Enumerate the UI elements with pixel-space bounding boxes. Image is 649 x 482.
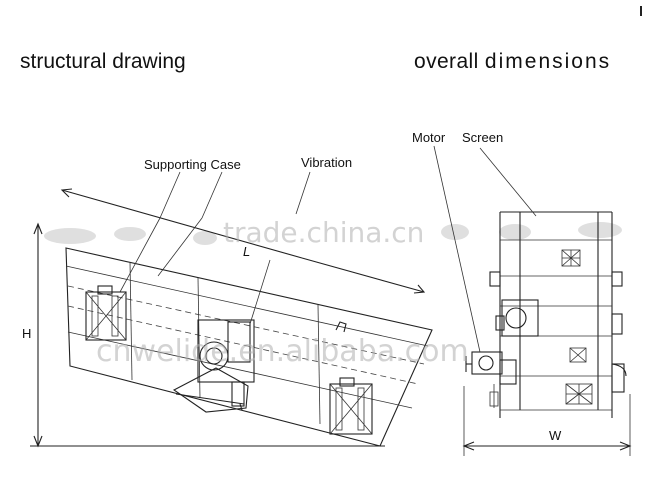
watermark-top: trade.china.cn xyxy=(223,216,425,249)
corner-mark xyxy=(640,6,642,16)
motor-label: Motor xyxy=(412,130,446,145)
screen-label: Screen xyxy=(462,130,504,145)
side-view xyxy=(30,171,433,448)
watermark-bottom: cnwelide.en.alibaba.com xyxy=(96,334,469,369)
heading-word-overall: overall xyxy=(414,50,479,73)
structural-drawing-heading: structural drawing xyxy=(20,50,186,73)
length-dimension-label: L xyxy=(243,244,251,259)
front-view xyxy=(433,145,632,456)
height-dimension-label: H xyxy=(22,326,32,341)
mesh-hatch xyxy=(561,249,593,405)
heading-word-dimensions: dimensions xyxy=(484,50,612,73)
smudge-band xyxy=(44,222,622,245)
width-dimension-label: W xyxy=(549,428,562,443)
vibration-label: Vibration xyxy=(301,155,353,170)
supporting-case-label: Supporting Case xyxy=(144,157,241,172)
overall-dimensions-heading: overall dimensions xyxy=(414,50,611,74)
